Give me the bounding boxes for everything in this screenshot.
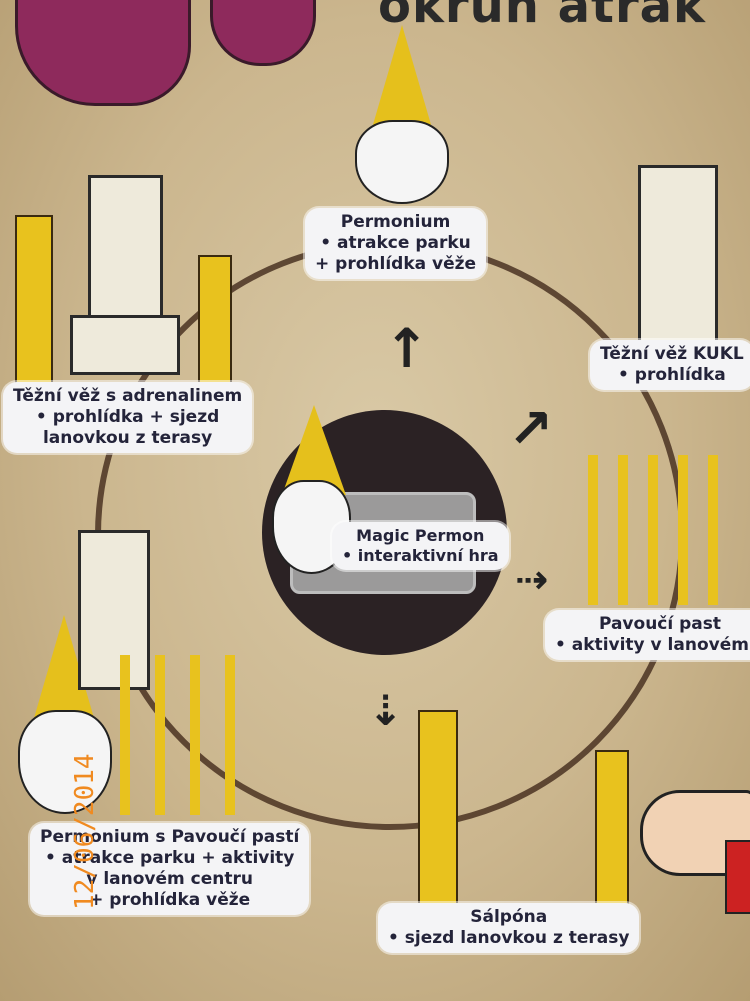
node-title: Permonium — [340, 212, 451, 232]
gnome-hat-icon — [370, 25, 434, 135]
node-line: • sjezd lanovkou z terasy — [388, 928, 630, 948]
node-title: Pavoučí past — [598, 614, 721, 634]
node-line: + prohlídka věže — [89, 890, 251, 910]
node-title: Magic Permon — [356, 526, 485, 545]
node-line: • prohlídka — [618, 365, 726, 385]
node-title: Těžní věž s adrenalinem — [13, 386, 243, 406]
node-line: • interaktivní hra — [342, 546, 499, 565]
gnome-face-icon — [355, 120, 449, 204]
node-tezni-vez-adrenalin: Těžní věž s adrenalinem • prohlídka + sj… — [3, 382, 253, 453]
arrow-up-icon: ↑ — [384, 317, 430, 380]
magenta-decoration — [210, 0, 316, 66]
pylon-icon — [418, 710, 458, 905]
hand-sleeve — [725, 840, 750, 914]
node-line: • atrakce parku + aktivity — [44, 848, 295, 868]
node-pavouci-past: Pavoučí past • aktivity v lanovém c — [545, 610, 750, 660]
node-permonium-pavouci: Permonium s Pavoučí pastí • atrakce park… — [30, 823, 310, 915]
mine-tower-icon — [638, 165, 718, 345]
node-title: Permonium s Pavoučí pastí — [40, 827, 300, 847]
node-line: • prohlídka + sjezd — [35, 407, 220, 427]
arrow-dashed-down-icon: ⇣ — [368, 686, 404, 735]
arrow-dashed-right-icon: ⇢ — [515, 557, 549, 603]
mine-tower-icon — [70, 315, 180, 375]
node-line: lanovkou z terasy — [42, 428, 213, 448]
node-salpona: Sálpóna • sjezd lanovkou z terasy — [378, 903, 640, 953]
rope-course-icon — [120, 655, 260, 815]
gnome-face-icon — [18, 710, 112, 814]
node-line: • atrakce parku — [320, 233, 471, 253]
node-magic-permon: Magic Permon • interaktivní hra — [332, 522, 509, 570]
magenta-decoration — [15, 0, 191, 106]
photo-date-stamp: 12/06/2014 — [70, 753, 100, 910]
pylon-icon — [15, 215, 53, 385]
arrow-up-right-icon: ↗ — [508, 397, 554, 460]
node-line: v lanovém centru — [86, 869, 253, 889]
node-line: + prohlídka věže — [315, 254, 477, 274]
pylon-icon — [595, 750, 629, 920]
rope-course-icon — [588, 455, 718, 605]
node-permonium: Permonium • atrakce parku + prohlídka vě… — [305, 208, 487, 279]
node-title: Těžní věž KUKL — [600, 344, 744, 364]
node-line: • aktivity v lanovém c — [555, 635, 750, 655]
node-tezni-vez-kukla: Těžní věž KUKL • prohlídka — [590, 340, 750, 390]
node-title: Sálpóna — [470, 907, 548, 927]
